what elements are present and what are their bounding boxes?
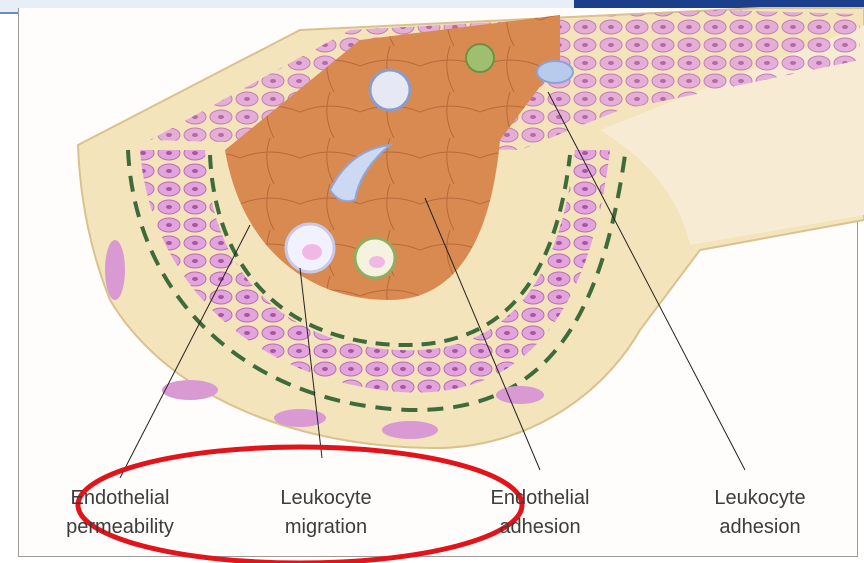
adventitia-cell <box>162 380 218 400</box>
leukocyte <box>466 44 494 72</box>
adventitia-cell <box>496 386 544 404</box>
label-endothelial-permeability: Endothelial permeability <box>40 484 200 542</box>
label-leukocyte-migration: Leukocyte migration <box>246 484 406 542</box>
leukocyte <box>370 70 410 110</box>
leukocyte-nucleus <box>302 244 322 260</box>
label-leukocyte-adhesion: Leukocyte adhesion <box>680 484 840 542</box>
adventitia-cell <box>382 421 438 439</box>
leukocyte-nucleus <box>369 256 385 268</box>
leukocyte <box>537 61 573 83</box>
adventitia-cell <box>105 240 125 300</box>
label-endothelial-adhesion: Endothelial adhesion <box>460 484 620 542</box>
